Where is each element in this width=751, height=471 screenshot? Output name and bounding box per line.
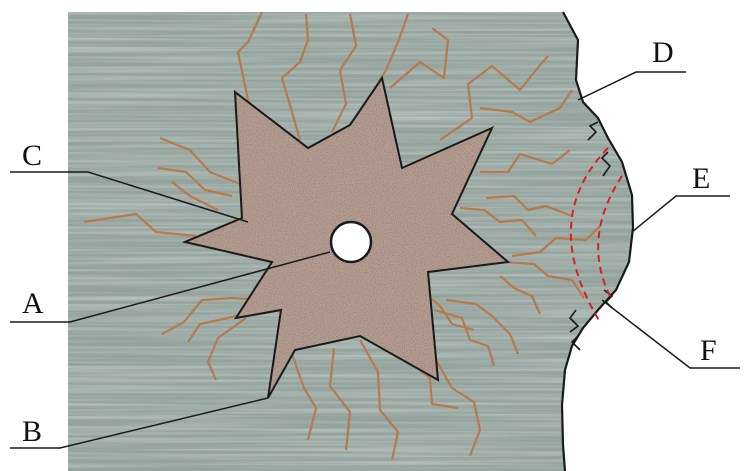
- label-b: B: [22, 415, 42, 448]
- label-d: D: [652, 36, 674, 69]
- leader-line-d: [578, 72, 686, 100]
- label-f: F: [700, 334, 717, 367]
- label-a: A: [22, 287, 44, 320]
- label-e: E: [692, 162, 710, 195]
- borehole: [331, 222, 371, 262]
- label-c: C: [22, 139, 42, 172]
- leader-line-f: [602, 300, 740, 368]
- leader-line-e: [632, 196, 730, 232]
